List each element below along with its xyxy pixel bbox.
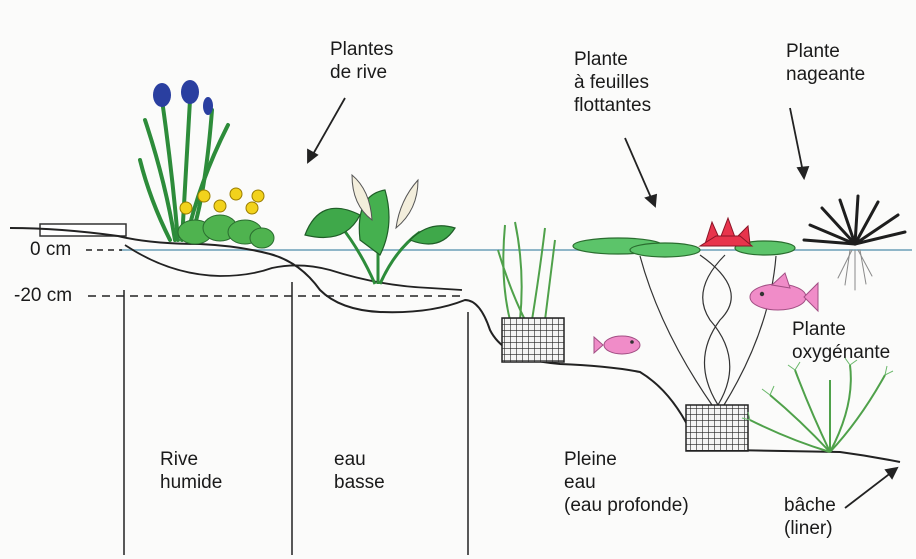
fish-large [750,273,818,311]
marsh-plant-basket [498,222,564,362]
oxygenating-plant [742,358,893,452]
arum-plant [305,175,455,284]
depth-label-20: -20 cm [14,284,72,307]
arrow-plantes-rive [308,98,345,162]
arrow-bache [845,468,897,508]
shelf-line [125,245,462,290]
water-lily-plant [573,218,795,451]
depth-label-0: 0 cm [30,238,71,261]
floating-plant [804,196,905,290]
arrow-nageante [790,108,808,178]
arrow-feuilles-flottantes [625,138,656,206]
label-bache: bâche(liner) [784,494,836,540]
fish-small [594,336,640,354]
